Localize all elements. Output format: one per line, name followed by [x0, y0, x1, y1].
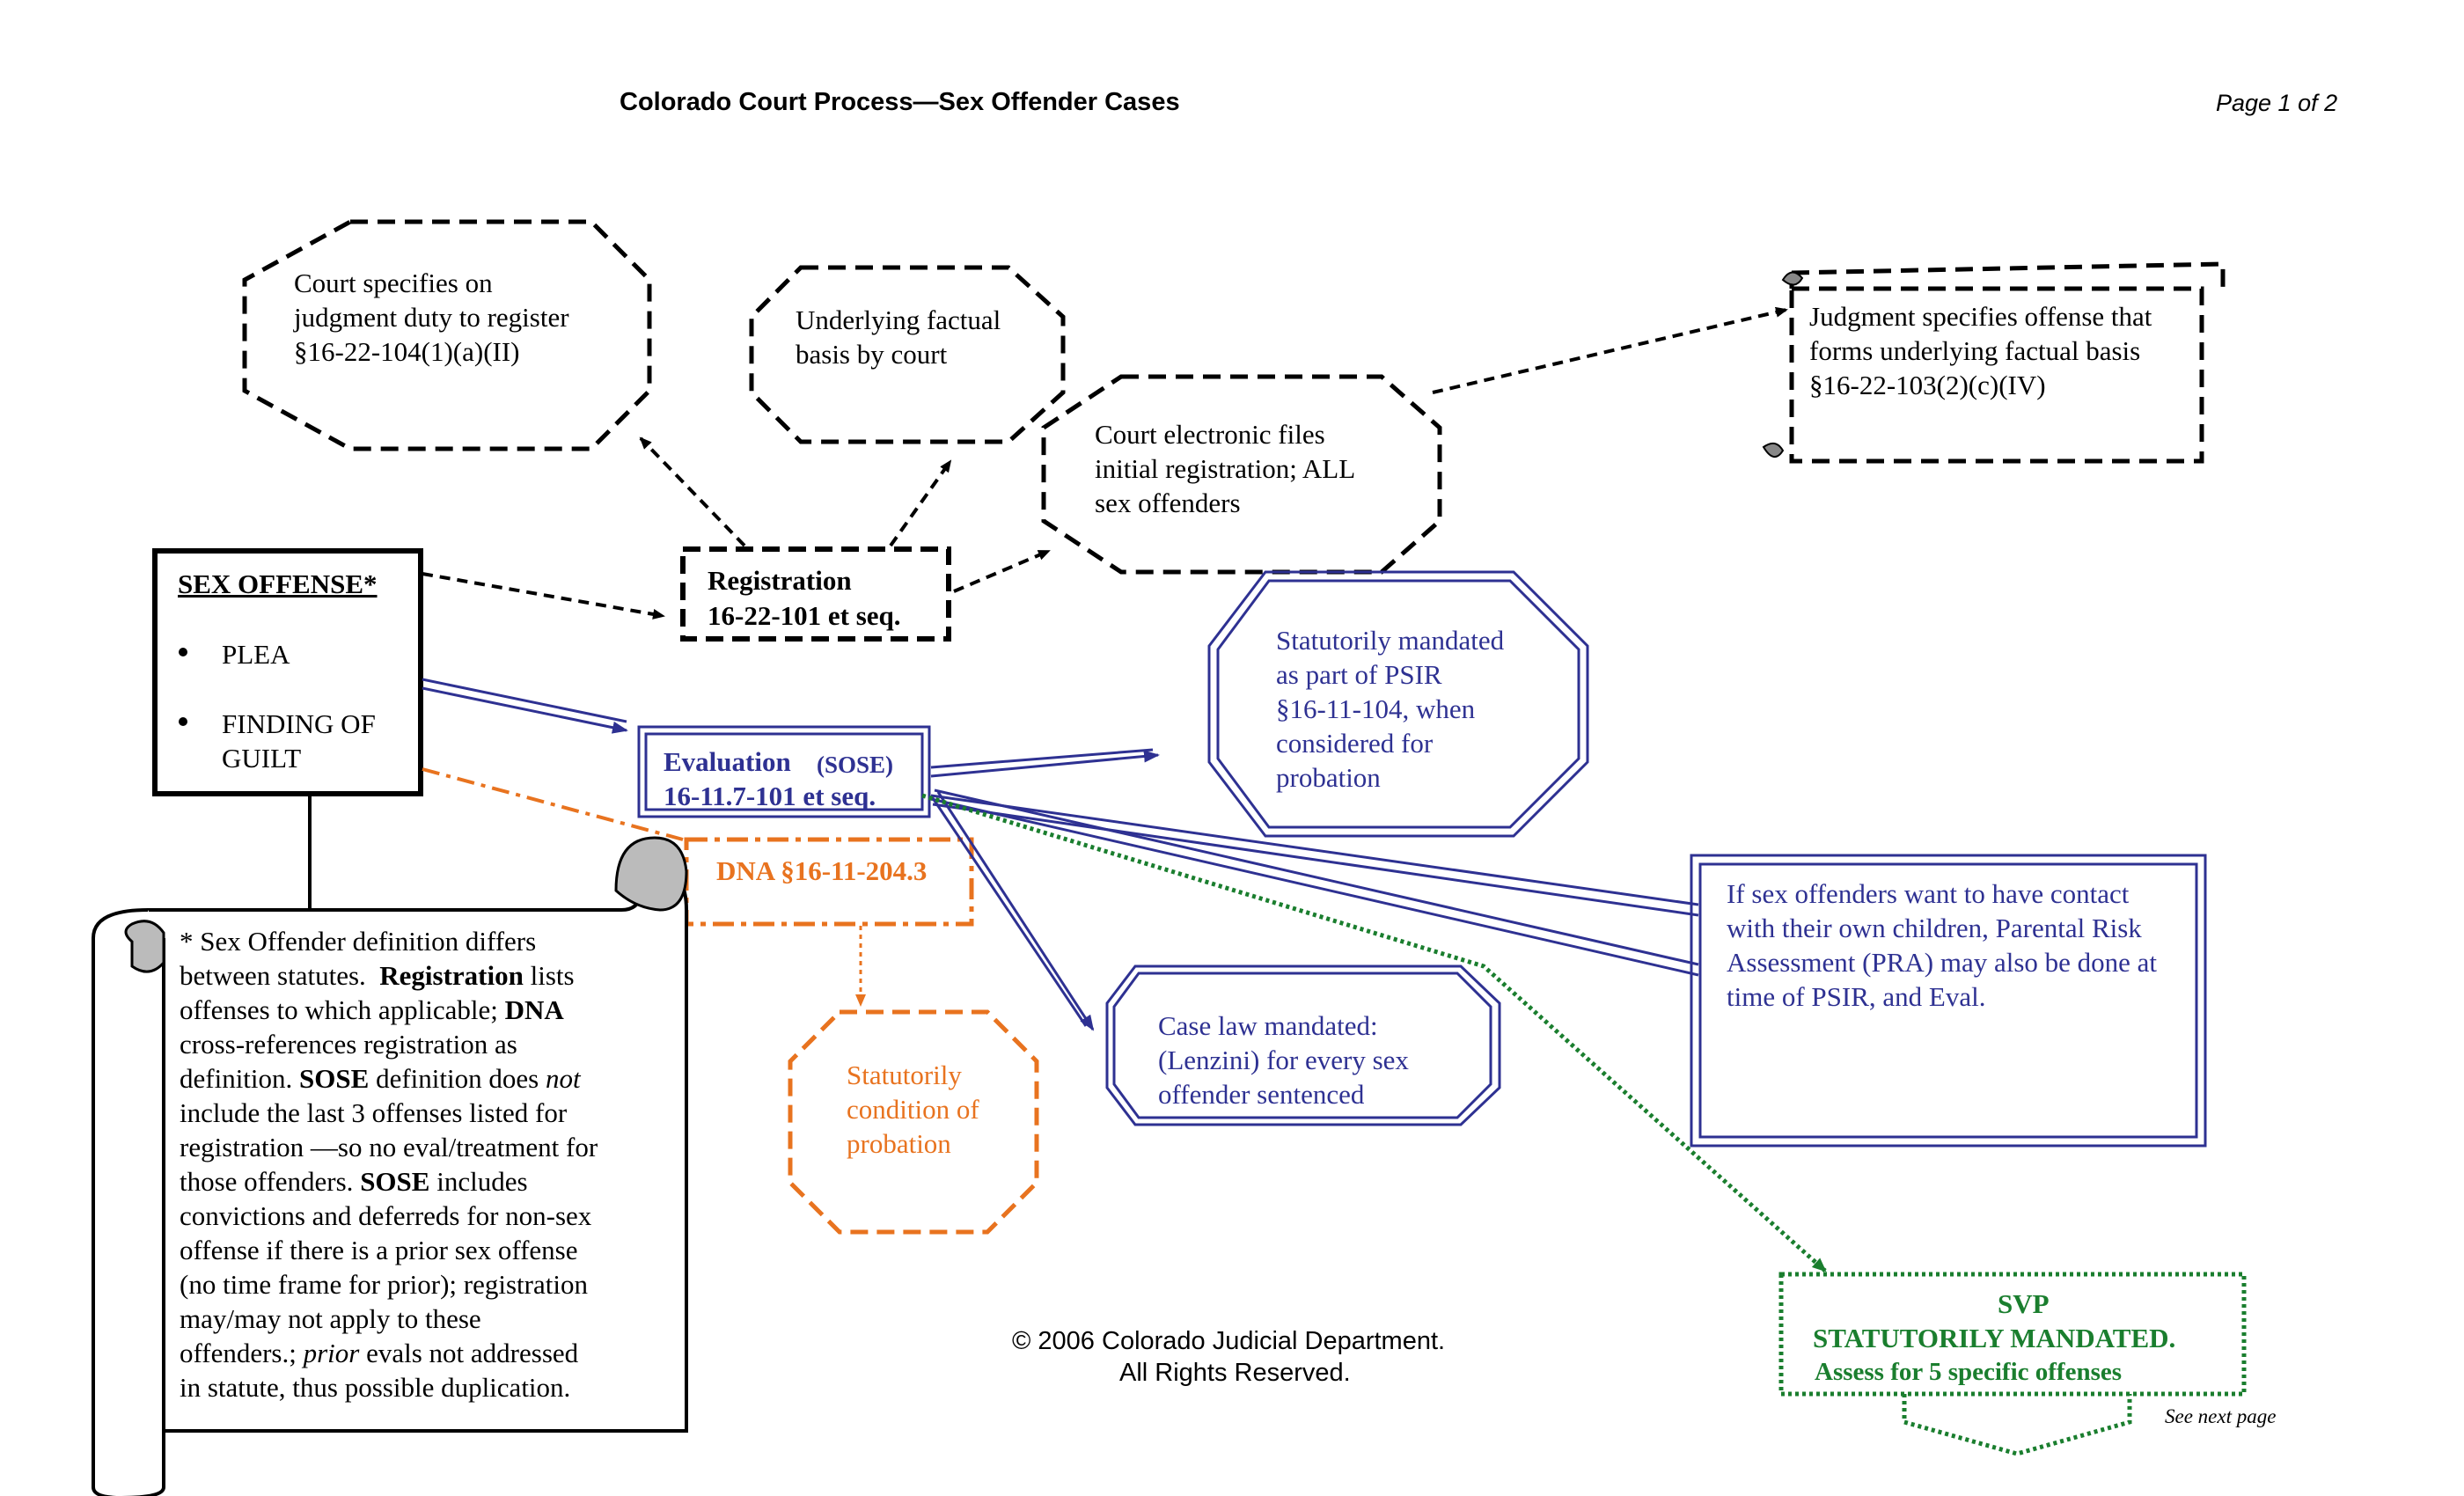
see-next-page: See next page	[2165, 1405, 2277, 1427]
registration-box	[680, 546, 951, 642]
pra-box	[1690, 854, 2207, 1148]
page-number: Page 1 of 2	[2216, 90, 2338, 116]
note-line10: offense if there is a prior sex offense	[180, 1235, 578, 1265]
court-specifies-line1: Court specifies on	[294, 268, 493, 298]
svp-down-arrow	[1902, 1394, 2132, 1456]
electronic-line1: Court electronic files	[1095, 419, 1325, 450]
note-line3: offenses to which applicable; DNA	[180, 994, 564, 1025]
psir-line5: probation	[1276, 762, 1381, 793]
note-line7: registration —so no eval/treatment for	[180, 1132, 598, 1162]
note-scroll	[92, 836, 688, 1496]
arrow-registration-to-court-specifies	[639, 436, 746, 547]
dna-label: DNA §16-11-204.3	[716, 855, 928, 886]
registration-line1: Registration	[708, 565, 852, 596]
sex-offense-title: SEX OFFENSE*	[178, 568, 378, 599]
judgment-line2: forms underlying factual basis	[1809, 335, 2141, 366]
probation-line1: Statutorily	[847, 1060, 962, 1090]
note-line8: those offenders. SOSE includes	[180, 1166, 528, 1197]
note-line9: convictions and deferreds for non-sex	[180, 1200, 592, 1231]
underlying-octagon	[749, 265, 1066, 444]
copyright-line2: All Rights Reserved.	[1119, 1359, 1351, 1387]
case-law-line2: (Lenzini) for every sex	[1158, 1045, 1409, 1075]
underlying-line1: Underlying factual	[796, 304, 1001, 335]
psir-line3: §16-11-104, when	[1276, 693, 1476, 724]
arrow-electronic-to-judgment	[1432, 306, 1788, 394]
svp-line2: STATUTORILY MANDATED.	[1813, 1323, 2176, 1353]
court-specifies-line2: judgment duty to register	[294, 302, 569, 333]
bullet-icon	[179, 648, 187, 656]
evaluation-box	[637, 725, 931, 818]
copyright-line1: © 2006 Colorado Judicial Department.	[1012, 1327, 1446, 1355]
note-line4: cross-references registration as	[180, 1029, 517, 1060]
sex-offense-finding: FINDING OF	[222, 708, 376, 739]
page-title: Colorado Court Process—Sex Offender Case…	[620, 88, 1180, 116]
svp-box	[1778, 1272, 2247, 1397]
arrow-registration-to-electronic	[953, 549, 1051, 593]
pra-line2: with their own children, Parental Risk	[1727, 913, 2142, 943]
pra-line1: If sex offenders want to have contact	[1727, 878, 2130, 909]
judgment-line3: §16-22-103(2)(c)(IV)	[1809, 370, 2046, 400]
sex-offense-plea: PLEA	[222, 639, 290, 670]
case-law-line1: Case law mandated:	[1158, 1010, 1378, 1041]
arrow-sex-to-evaluation	[422, 678, 628, 734]
bullet-icon	[179, 717, 187, 726]
note-line12: may/may not apply to these	[180, 1303, 481, 1334]
arrow-evaluation-to-psir	[930, 748, 1160, 778]
arrow-sex-to-registration	[422, 572, 665, 620]
evaluation-abbr: (SOSE)	[817, 752, 894, 778]
sex-offense-guilt: GUILT	[222, 743, 302, 774]
probation-octagon	[788, 1009, 1039, 1235]
arrow-evaluation-to-pra	[930, 788, 1699, 977]
psir-line2: as part of PSIR	[1276, 659, 1442, 690]
psir-octagon-inner	[1216, 579, 1580, 829]
electronic-line2: initial registration; ALL	[1095, 453, 1356, 484]
note-line13: offenders.; prior evals not addressed	[180, 1338, 579, 1368]
note-line11: (no time frame for prior); registration	[180, 1269, 588, 1300]
pra-line3: Assessment (PRA) may also be done at	[1727, 947, 2158, 978]
svp-line3: Assess for 5 specific offenses	[1815, 1358, 2123, 1386]
probation-line3: probation	[847, 1128, 951, 1159]
psir-line1: Statutorily mandated	[1276, 625, 1505, 656]
probation-line2: condition of	[847, 1094, 979, 1125]
note-line1: * Sex Offender definition differs	[180, 926, 537, 957]
note-line6: include the last 3 offenses listed for	[180, 1097, 568, 1128]
psir-line4: considered for	[1276, 728, 1434, 759]
electronic-line3: sex offenders	[1095, 488, 1241, 518]
case-law-line3: offender sentenced	[1158, 1079, 1365, 1110]
underlying-line2: basis by court	[796, 339, 948, 370]
evaluation-label: Evaluation	[664, 746, 791, 777]
arrow-registration-to-underlying	[889, 459, 952, 547]
case-law-octagon-inner	[1112, 972, 1492, 1119]
note-line14: in statute, thus possible duplication.	[180, 1372, 571, 1403]
arrow-sex-to-dna	[422, 767, 684, 841]
registration-line2: 16-22-101 et seq.	[708, 600, 901, 631]
psir-octagon	[1207, 570, 1589, 838]
arrow-evaluation-to-svp	[921, 793, 1827, 1272]
judgment-line1: Judgment specifies offense that	[1809, 301, 2152, 332]
evaluation-box-inner	[644, 732, 924, 811]
scroll-curl-icon	[1762, 271, 1804, 458]
arrow-evaluation-to-case-law	[929, 791, 1095, 1031]
sex-offense-box	[152, 548, 423, 796]
note-line5: definition. SOSE definition does not	[180, 1063, 581, 1094]
pra-box-inner	[1698, 862, 2198, 1139]
evaluation-statute: 16-11.7-101 et seq.	[664, 781, 876, 811]
note-line2: between statutes. Registration lists	[180, 960, 575, 991]
case-law-octagon	[1105, 964, 1501, 1126]
svp-line1: SVP	[1998, 1288, 2050, 1319]
pra-line4: time of PSIR, and Eval.	[1727, 981, 1986, 1012]
court-specifies-line3: §16-22-104(1)(a)(II)	[294, 336, 520, 367]
